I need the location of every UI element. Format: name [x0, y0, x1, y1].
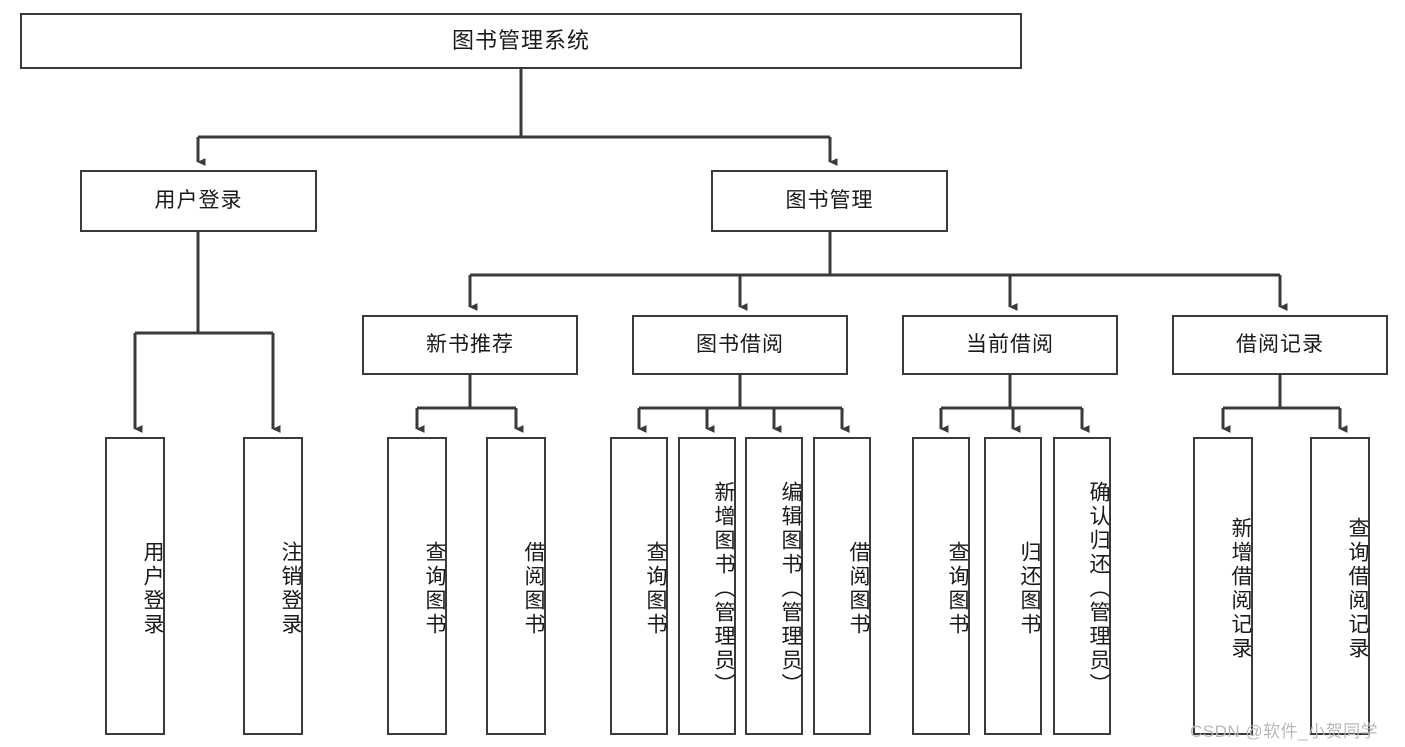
leaf-edit-book[interactable]: 编辑图书（管理员）	[745, 437, 803, 735]
node-label: 新增借阅记录	[1229, 517, 1252, 661]
node-label: 图书管理	[785, 189, 874, 213]
node-label: 归还图书	[1018, 541, 1041, 637]
leaf-user-logout[interactable]: 注销登录	[243, 437, 303, 735]
node-label: 当前借阅	[966, 333, 1054, 357]
node-label: 用户登录	[141, 541, 164, 637]
node-label: 编辑图书（管理员）	[779, 481, 802, 697]
leaf-query-record[interactable]: 查询借阅记录	[1310, 437, 1370, 735]
leaf-borrow-book-1[interactable]: 借阅图书	[486, 437, 546, 735]
leaf-add-record[interactable]: 新增借阅记录	[1193, 437, 1253, 735]
node-label: 查询图书	[644, 541, 667, 637]
node-label: 借阅图书	[847, 541, 870, 637]
leaf-add-book[interactable]: 新增图书（管理员）	[678, 437, 736, 735]
node-book-manage[interactable]: 图书管理	[711, 170, 948, 232]
node-current-borrow[interactable]: 当前借阅	[902, 315, 1118, 375]
leaf-return-book[interactable]: 归还图书	[984, 437, 1042, 735]
node-label: 注销登录	[279, 541, 302, 637]
node-label: 图书借阅	[696, 333, 784, 357]
node-root-system[interactable]: 图书管理系统	[20, 13, 1022, 69]
leaf-borrow-book-2[interactable]: 借阅图书	[813, 437, 871, 735]
node-label: 用户登录	[154, 189, 243, 213]
node-borrow-record[interactable]: 借阅记录	[1172, 315, 1388, 375]
node-label: 新书推荐	[426, 333, 514, 357]
node-label: 查询借阅记录	[1346, 517, 1369, 661]
node-label: 借阅图书	[522, 541, 545, 637]
leaf-query-book-1[interactable]: 查询图书	[387, 437, 447, 735]
leaf-query-book-3[interactable]: 查询图书	[912, 437, 970, 735]
node-user-login[interactable]: 用户登录	[80, 170, 317, 232]
leaf-query-book-2[interactable]: 查询图书	[610, 437, 668, 735]
leaf-user-login[interactable]: 用户登录	[105, 437, 165, 735]
csdn-watermark: CSDN @软件_小贺同学	[1190, 722, 1379, 741]
leaf-confirm-return[interactable]: 确认归还（管理员）	[1053, 437, 1111, 735]
node-label: 查询图书	[423, 541, 446, 637]
node-label: 新增图书（管理员）	[712, 481, 735, 697]
node-label: 确认归还（管理员）	[1087, 481, 1110, 697]
node-label: 借阅记录	[1236, 333, 1324, 357]
node-book-borrow[interactable]: 图书借阅	[632, 315, 848, 375]
node-label: 查询图书	[946, 541, 969, 637]
node-label: 图书管理系统	[451, 27, 590, 53]
node-new-book-rec[interactable]: 新书推荐	[362, 315, 578, 375]
